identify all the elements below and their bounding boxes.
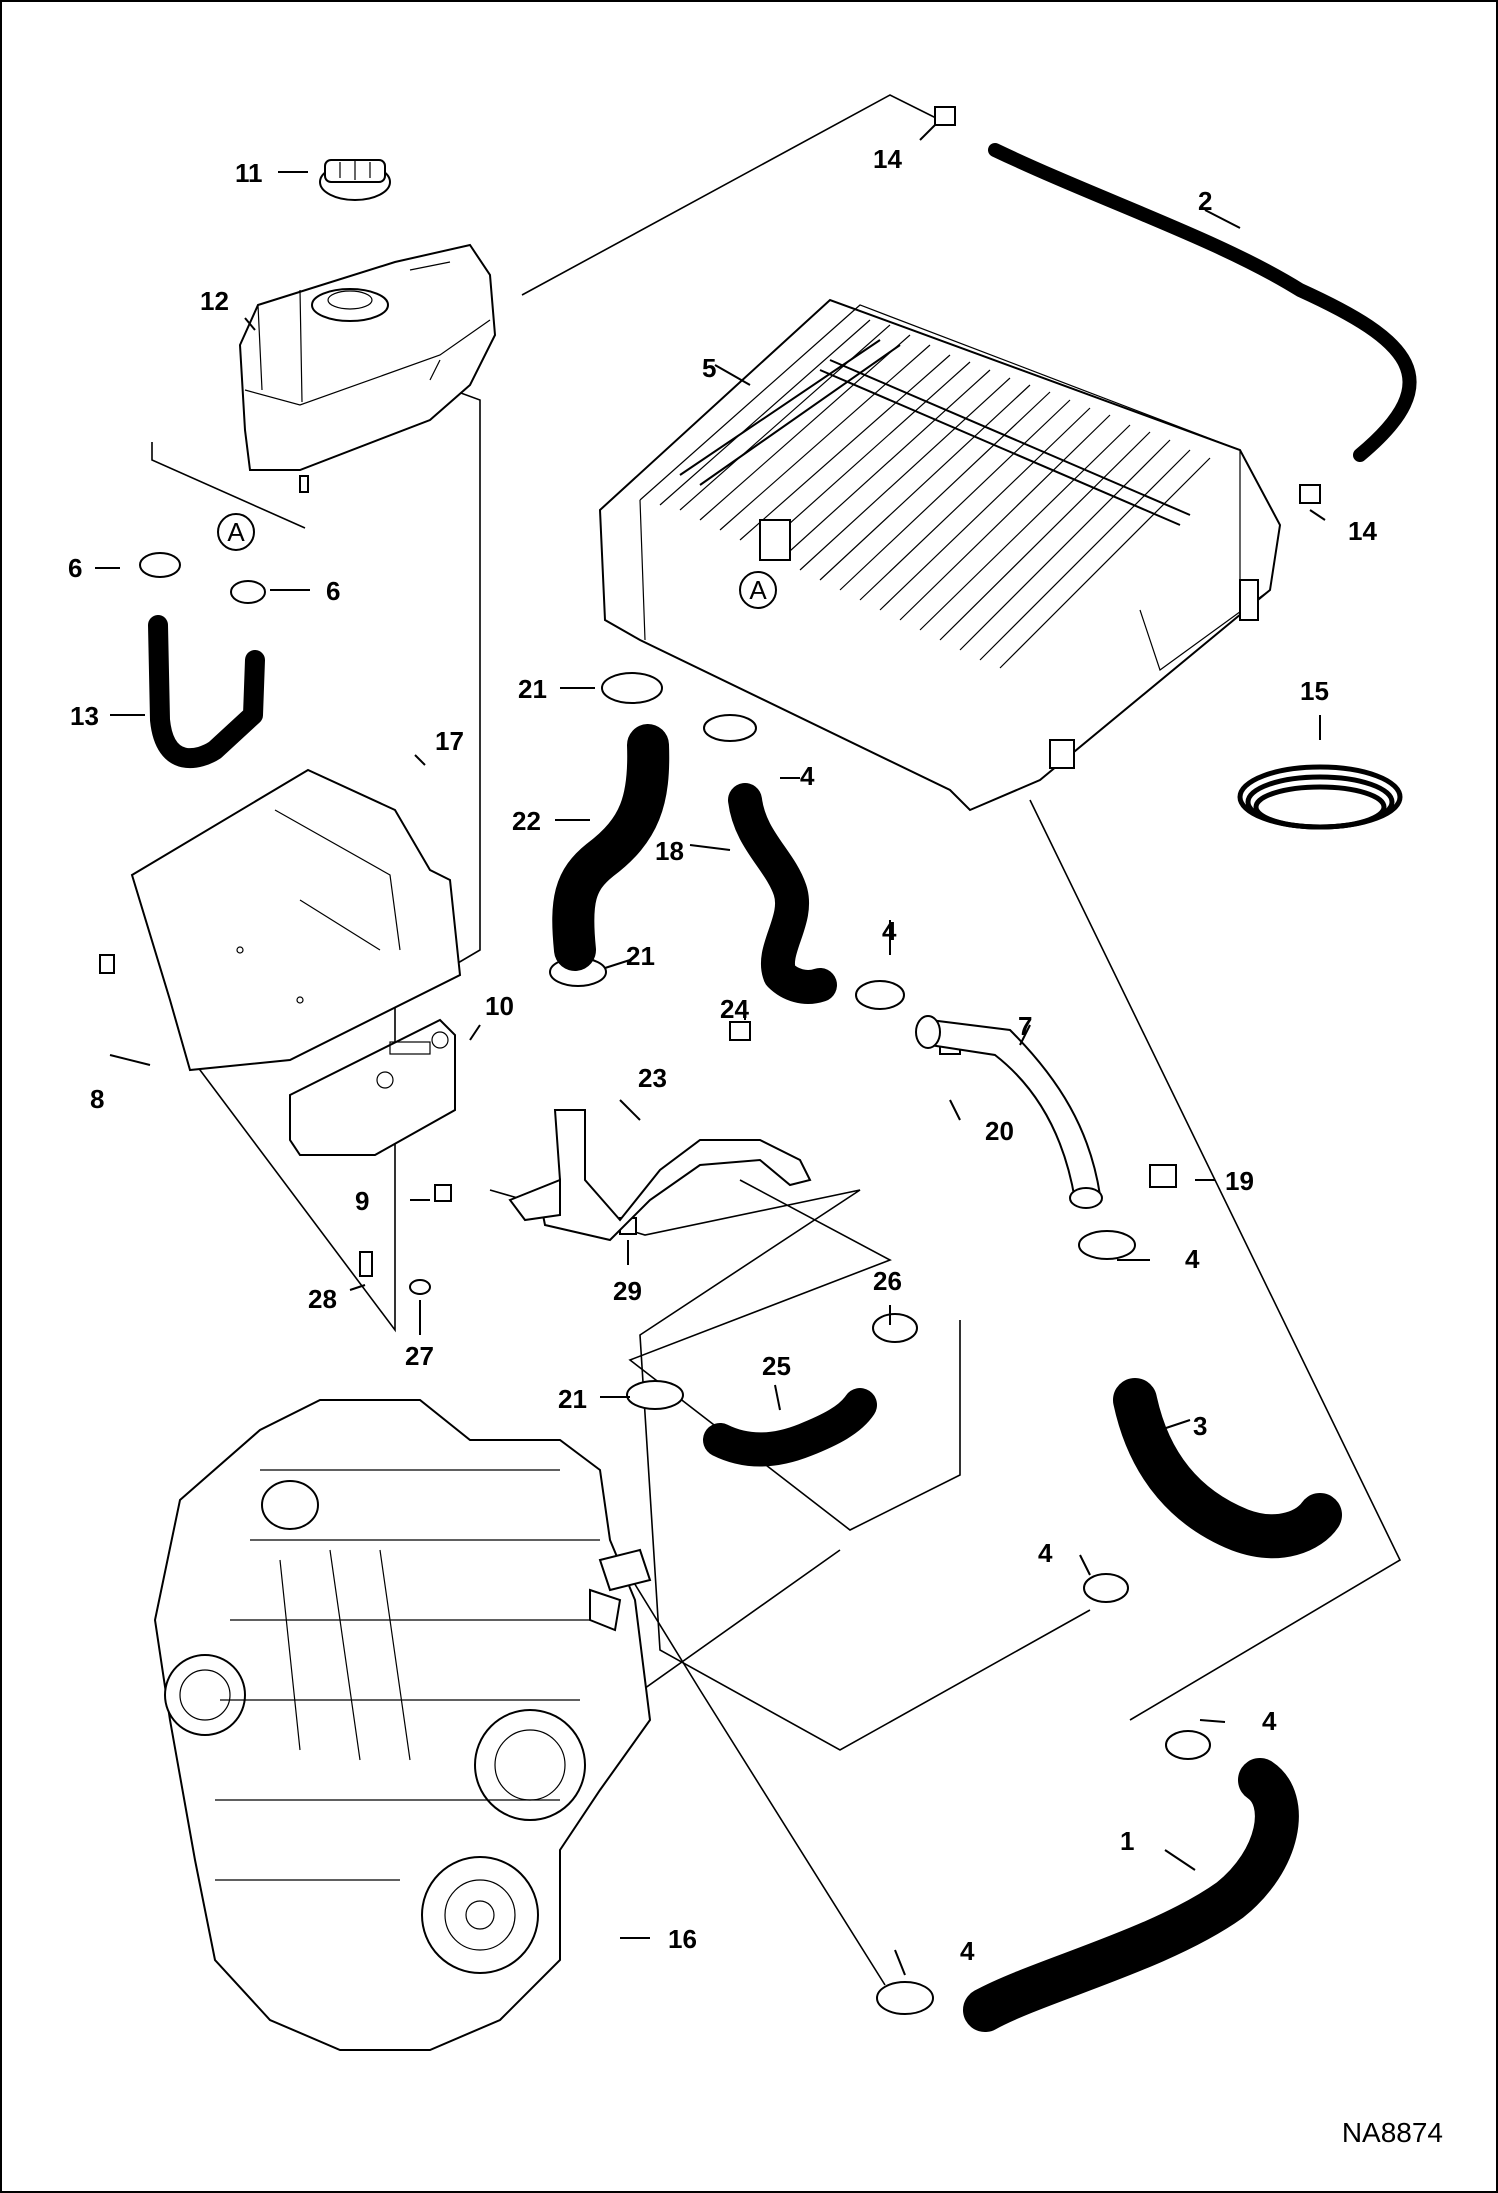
callout-14-right: 14 xyxy=(1348,516,1377,546)
callout-22: 22 xyxy=(512,806,541,836)
radiator-outlet-hose xyxy=(728,783,837,1004)
callout-14-top: 14 xyxy=(873,144,902,174)
callout-27: 27 xyxy=(405,1341,434,1371)
callout-19: 19 xyxy=(1225,1166,1254,1196)
callout-25: 25 xyxy=(762,1351,791,1381)
nut-9 xyxy=(434,1184,452,1202)
callout-4-a: 4 xyxy=(800,761,815,791)
callout-5: 5 xyxy=(702,353,716,383)
callout-6-left: 6 xyxy=(68,553,82,583)
coolant-reservoir xyxy=(238,243,497,493)
callout-24: 24 xyxy=(720,994,749,1024)
svg-text:A: A xyxy=(227,517,245,547)
callout-12: 12 xyxy=(200,286,229,316)
callout-21-top: 21 xyxy=(518,674,547,704)
callout-15: 15 xyxy=(1300,676,1329,706)
callout-28: 28 xyxy=(308,1284,337,1314)
figure-id: NA8874 xyxy=(1341,2117,1443,2148)
engine xyxy=(153,1399,652,2051)
callout-20: 20 xyxy=(985,1116,1014,1146)
callout-17: 17 xyxy=(435,726,464,756)
bypass-hose xyxy=(148,615,265,769)
washer-27 xyxy=(409,1279,431,1295)
coolant-tube-7 xyxy=(915,1015,1103,1209)
reservoir-cap xyxy=(319,159,391,201)
radiator-fins xyxy=(659,319,1211,669)
heat-shield xyxy=(130,768,462,1072)
callout-29: 29 xyxy=(613,1276,642,1306)
hose-clamp-small-right xyxy=(1299,484,1321,504)
bolt-24 xyxy=(729,1021,751,1041)
callout-4-d: 4 xyxy=(1038,1538,1053,1568)
hose-clamp-6-right xyxy=(230,580,266,604)
callout-7: 7 xyxy=(1018,1011,1032,1041)
callout-11: 11 xyxy=(235,158,263,188)
callout-4-e: 4 xyxy=(1262,1706,1277,1736)
svg-text:A: A xyxy=(749,575,767,605)
bolt-28 xyxy=(359,1251,373,1277)
connection-marker-reservoir: A xyxy=(217,513,255,551)
callout-2: 2 xyxy=(1198,186,1212,216)
callout-1: 1 xyxy=(1120,1826,1134,1856)
callout-16: 16 xyxy=(668,1924,697,1954)
hose-clamp-small-top xyxy=(934,106,956,126)
radiator xyxy=(598,298,1282,812)
coolant-tube-assembly xyxy=(508,1109,812,1242)
leader-lines xyxy=(95,124,1326,1976)
callout-4-b: 4 xyxy=(882,916,897,946)
callout-9: 9 xyxy=(355,1186,369,1216)
callout-4-f: 4 xyxy=(960,1936,975,1966)
callout-26: 26 xyxy=(873,1266,902,1296)
lower-bypass-hose xyxy=(1113,1378,1342,1559)
callout-3: 3 xyxy=(1193,1411,1207,1441)
bolt-8 xyxy=(99,954,115,974)
callout-21-low: 21 xyxy=(558,1384,587,1414)
callout-6-right: 6 xyxy=(326,576,340,606)
hose-clamp-6-left xyxy=(139,552,181,578)
engine-connector-hose xyxy=(703,1388,877,1467)
plug-19 xyxy=(1149,1164,1177,1188)
mounting-bracket xyxy=(289,1018,456,1156)
hose-clamps xyxy=(549,672,1211,2015)
callout-labels: 1 2 3 4 4 4 4 4 4 5 6 6 7 8 9 10 11 12 1… xyxy=(68,144,1377,1966)
callout-21-mid: 21 xyxy=(626,941,655,971)
callout-8: 8 xyxy=(90,1084,104,1114)
overflow-hose xyxy=(988,143,1417,462)
upper-radiator-hose xyxy=(552,724,670,971)
callout-23: 23 xyxy=(638,1063,667,1093)
lower-radiator-hose xyxy=(963,1758,1299,2032)
connection-marker-radiator: A xyxy=(739,571,777,609)
coiled-hose xyxy=(1237,764,1403,830)
callout-18: 18 xyxy=(655,836,684,866)
callout-13: 13 xyxy=(70,701,99,731)
callout-4-c: 4 xyxy=(1185,1244,1200,1274)
callout-10: 10 xyxy=(485,991,514,1021)
